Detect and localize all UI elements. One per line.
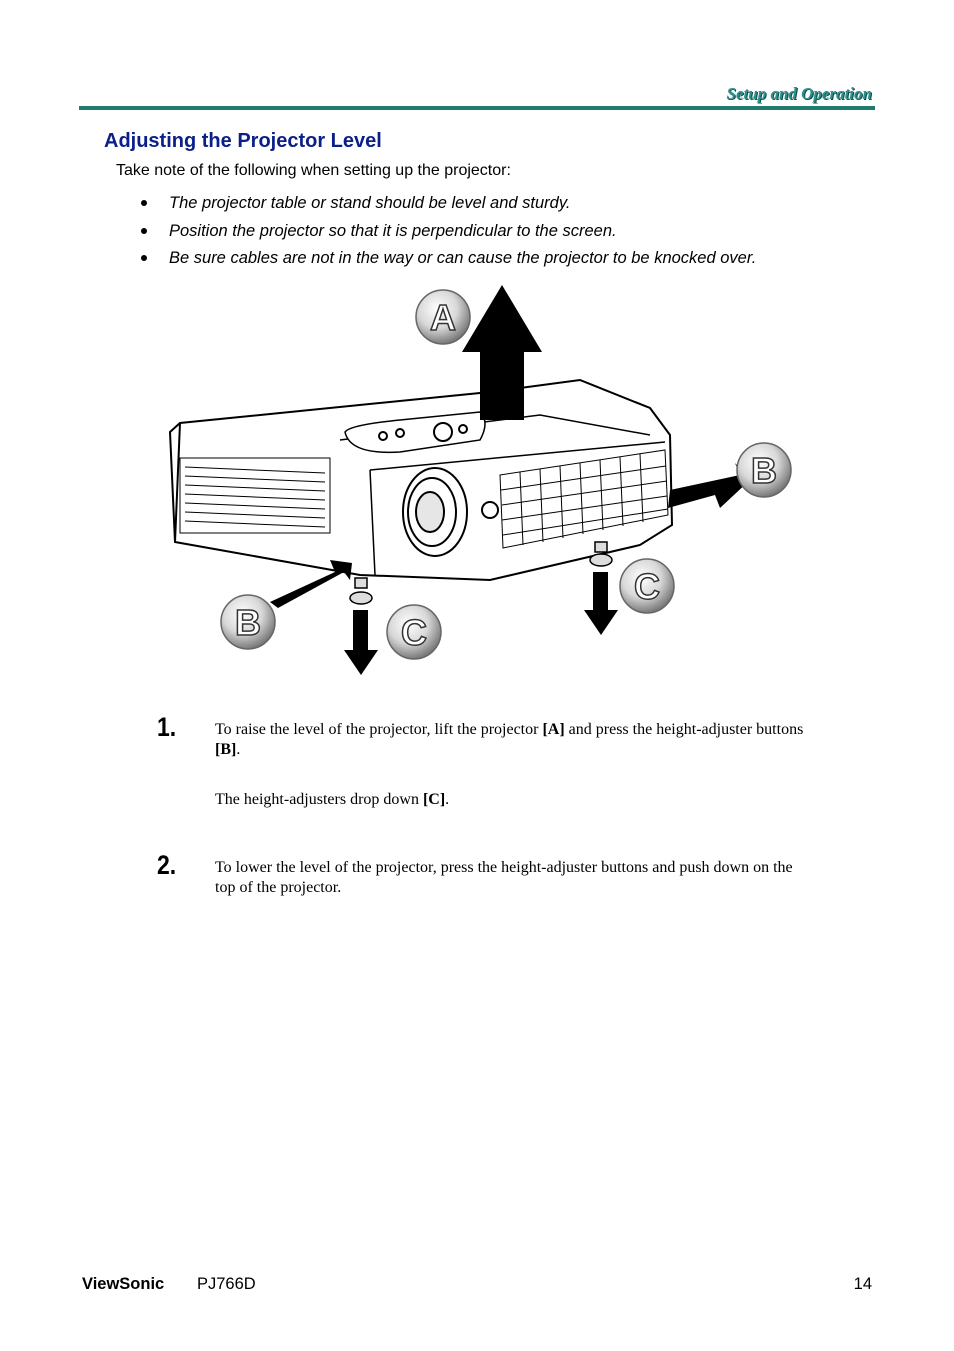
- arrow-down-left: [344, 610, 378, 675]
- step-1-ref-a: [A]: [542, 721, 565, 738]
- label-c-right-badge: C: [619, 558, 675, 614]
- step-1-text-part: and press the height-adjuster buttons: [564, 721, 804, 738]
- label-b-left-badge: B: [220, 594, 276, 650]
- label-b-right-badge: B: [736, 442, 792, 498]
- label-b-left: B: [235, 602, 261, 643]
- bullet-dot: [141, 200, 147, 206]
- step-2-text: To lower the level of the projector, pre…: [215, 859, 793, 896]
- projector-illustration: A B B C C: [168, 285, 792, 675]
- footer-model: PJ766D: [197, 1275, 256, 1293]
- step-2-number: 2.: [157, 850, 177, 880]
- step-1-ref-c: [C]: [422, 791, 446, 808]
- bullet-dot: [141, 227, 147, 234]
- bullet-item: The projector table or stand should be l…: [139, 192, 756, 220]
- step-1-text-part: To raise the level of the projector, lif…: [215, 721, 543, 738]
- bullet-dot: [141, 255, 147, 261]
- footer-page-number: 14: [853, 1275, 872, 1293]
- label-a-badge: A: [415, 289, 471, 345]
- label-c-right: C: [634, 566, 660, 607]
- left-vent: [179, 457, 331, 534]
- bullet-list: The projector table or stand should be l…: [139, 192, 756, 275]
- step-1-text-part: .: [236, 741, 241, 758]
- step-1-subtext: The height-adjusters drop down [C].: [215, 790, 815, 810]
- arrow-left-button: [270, 560, 352, 608]
- step-1-number: 1.: [157, 712, 177, 742]
- bullet-text: Position the projector so that it is per…: [169, 221, 617, 240]
- step-1-subtext-part: .: [445, 791, 450, 808]
- lens: [402, 467, 499, 557]
- header-rule: [79, 106, 875, 110]
- step-1-ref-b: [B]: [215, 741, 237, 758]
- right-vent: [499, 449, 669, 549]
- footer-brand: ViewSonic: [82, 1275, 165, 1293]
- step-1-text: To raise the level of the projector, lif…: [215, 720, 815, 760]
- bullet-text: Be sure cables are not in the way or can…: [169, 249, 757, 267]
- bullet-item: Position the projector so that it is per…: [139, 220, 756, 248]
- bullet-text: The projector table or stand should be l…: [169, 194, 571, 212]
- section-title: Adjusting the Projector Level: [104, 130, 382, 152]
- arrow-right-button: [668, 463, 750, 508]
- arrow-down-right: [584, 572, 618, 635]
- step-1-subtext-part: The height-adjusters drop down: [215, 791, 423, 808]
- bullet-item: Be sure cables are not in the way or can…: [139, 247, 756, 275]
- label-c-left-badge: C: [386, 604, 442, 660]
- adjuster-feet: [349, 541, 613, 605]
- label-a: A: [430, 297, 456, 338]
- label-b-right: B: [751, 450, 777, 491]
- intro-text: Take note of the following when setting …: [116, 162, 511, 179]
- header-section-title: Setup and Operation: [726, 84, 872, 103]
- arrow-up: [462, 285, 542, 420]
- label-c-left: C: [401, 612, 427, 653]
